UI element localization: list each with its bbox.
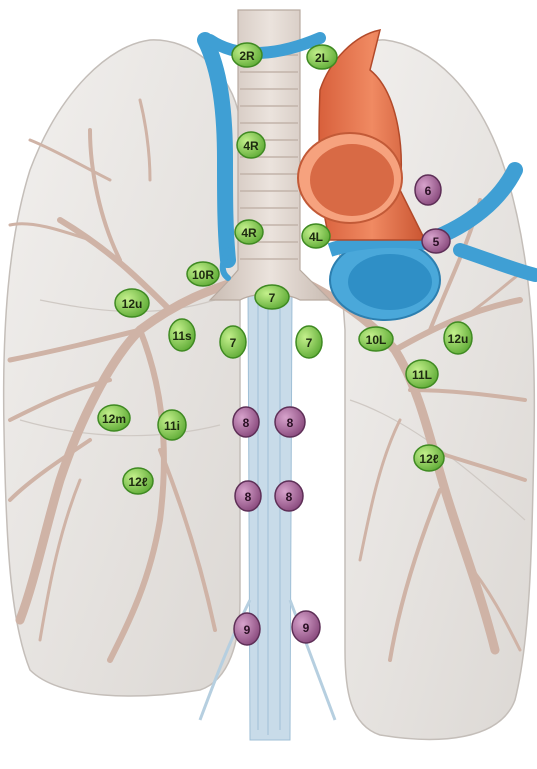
lymph-node-label: 11s	[172, 329, 192, 343]
lymph-node-11s: 11s	[169, 319, 195, 351]
lymph-node-label: 10L	[366, 333, 387, 347]
lymph-node-label: 7	[306, 336, 313, 350]
lymph-node-label: 10R	[192, 268, 214, 282]
lymph-node-label: 4L	[309, 230, 323, 244]
lymph-node-7: 7	[255, 285, 289, 309]
lymph-node-label: 8	[287, 416, 294, 430]
lymph-node-label: 2R	[239, 49, 255, 63]
lymph-node-label: 4R	[243, 139, 259, 153]
lymph-node-label: 7	[269, 291, 276, 305]
lymph-node-4l: 4L	[302, 224, 330, 248]
lymph-node-2r: 2R	[232, 43, 262, 67]
lymph-node-7: 7	[296, 326, 322, 358]
lymph-node-12u: 12u	[444, 322, 472, 354]
lymph-node-8: 8	[235, 481, 261, 511]
lymph-node-8: 8	[275, 407, 305, 437]
lymph-node-9: 9	[292, 611, 320, 643]
lymph-node-12ℓ: 12ℓ	[414, 445, 444, 471]
lymph-node-label: 5	[433, 235, 440, 249]
lymph-node-5: 5	[422, 229, 450, 253]
lymph-node-label: 12ℓ	[419, 452, 438, 466]
lymph-node-11l: 11L	[406, 360, 438, 388]
lymph-node-label: 12u	[448, 332, 469, 346]
pulmonary-artery	[330, 240, 440, 320]
lymph-node-label: 12u	[122, 297, 143, 311]
lymph-node-label: 7	[230, 336, 237, 350]
lymph-node-label: 4R	[241, 226, 257, 240]
lymph-node-2l: 2L	[307, 45, 337, 69]
lymph-node-7: 7	[220, 326, 246, 358]
lymph-node-8: 8	[275, 481, 303, 511]
lymph-node-10r: 10R	[187, 262, 219, 286]
lymph-node-10l: 10L	[359, 327, 393, 351]
lymph-node-6: 6	[415, 175, 441, 205]
lymph-node-12m: 12m	[98, 405, 130, 431]
lymph-node-label: 11L	[412, 368, 432, 382]
lymph-node-12ℓ: 12ℓ	[123, 468, 153, 494]
lymph-node-4r: 4R	[237, 132, 265, 158]
lymph-node-8: 8	[233, 407, 259, 437]
lymph-node-label: 12m	[102, 412, 126, 426]
lymph-node-label: 6	[425, 184, 432, 198]
lymph-node-label: 2L	[315, 51, 329, 65]
lymph-node-4r: 4R	[235, 220, 263, 244]
lymph-node-12u: 12u	[115, 289, 149, 317]
lymph-node-label: 11i	[164, 419, 180, 433]
lymph-node-label: 8	[245, 490, 252, 504]
lymph-node-label: 8	[243, 416, 250, 430]
lymph-node-label: 12ℓ	[128, 475, 147, 489]
lymph-node-11i: 11i	[158, 410, 186, 440]
right-lung	[4, 40, 240, 696]
lymph-node-label: 9	[303, 621, 310, 635]
lymph-node-9: 9	[234, 613, 260, 645]
lymph-node-label: 8	[286, 490, 293, 504]
lymph-node-label: 9	[244, 623, 251, 637]
